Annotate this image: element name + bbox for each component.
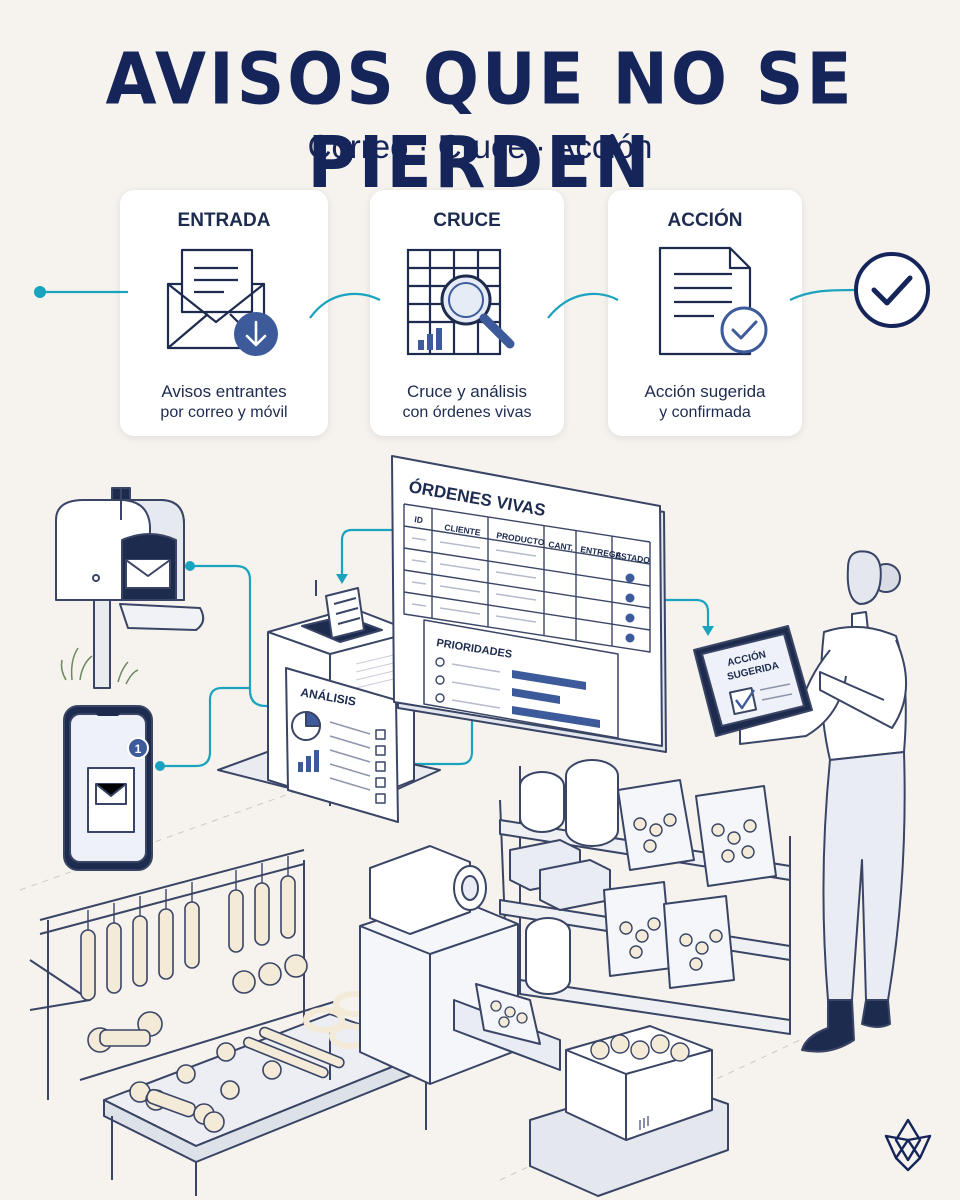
phone-icon xyxy=(63,705,153,871)
notification-badge-count: 1 xyxy=(135,742,142,756)
table-col-producto: PRODUCTO xyxy=(496,530,546,548)
table-col-cliente: CLIENTE xyxy=(444,522,482,538)
drying-rack xyxy=(29,849,341,1100)
step-caption-secondary: y confirmada xyxy=(659,404,751,421)
document-check-icon xyxy=(658,246,768,356)
shipping-box xyxy=(529,1025,729,1197)
step-label: CRUCE xyxy=(433,210,501,231)
table-col-entrega: ENTREGA xyxy=(580,544,623,560)
page-title: AVISOS QUE NO SE PIERDEN xyxy=(105,37,855,205)
step-label: ACCIÓN xyxy=(667,210,743,231)
operator-person xyxy=(739,550,907,1053)
tablet-icon xyxy=(693,625,813,737)
table-col-id: ID xyxy=(414,514,424,525)
step-caption: Avisos entrantes xyxy=(161,382,287,401)
analysis-panel-title: ANÁLISIS xyxy=(299,684,357,708)
analysis-machine xyxy=(217,580,441,807)
packing-machine xyxy=(359,845,561,1085)
flow-start-dot xyxy=(34,286,46,298)
storage-shelf xyxy=(499,759,791,1035)
work-table xyxy=(103,991,435,1196)
step-caption-secondary: con órdenes vivas xyxy=(402,404,532,421)
table-col-cant: CANT. xyxy=(548,539,574,553)
mailbox-icon xyxy=(55,487,205,689)
step-card-entrada: ENTRADA Avisos entrantes por correo y mó… xyxy=(120,190,328,436)
step-card-accion: ACCIÓN Acción sugerida y confirmada xyxy=(608,190,802,436)
step-caption: Cruce y análisis xyxy=(407,382,527,401)
check-circle-icon xyxy=(854,252,930,328)
step-caption-secondary: por correo y móvil xyxy=(160,404,288,421)
envelope-download-icon xyxy=(166,248,278,356)
tablet-label-line2: SUGERIDA xyxy=(726,660,780,683)
table-col-estado: ESTADO xyxy=(615,550,651,565)
orders-board xyxy=(391,455,667,753)
tablet-label-line1: ACCIÓN xyxy=(726,647,767,669)
page-subtitle: Correo · Cruce · Acción xyxy=(307,128,653,165)
grid-magnifier-icon xyxy=(406,248,515,356)
step-card-cruce: CRUCE Cruce y análisis con órdenes vivas xyxy=(370,190,564,436)
brand-logo-icon xyxy=(884,1118,932,1172)
orders-board-title: ÓRDENES VIVAS xyxy=(407,477,547,520)
analysis-panel xyxy=(285,667,399,823)
step-caption: Acción sugerida xyxy=(644,382,766,401)
notification-badge xyxy=(127,737,149,759)
orders-table-header: ID CLIENTE PRODUCTO CANT. ENTREGA ESTADO xyxy=(414,514,651,565)
priorities-title: PRIORIDADES xyxy=(436,637,513,661)
step-label: ENTRADA xyxy=(177,210,271,231)
